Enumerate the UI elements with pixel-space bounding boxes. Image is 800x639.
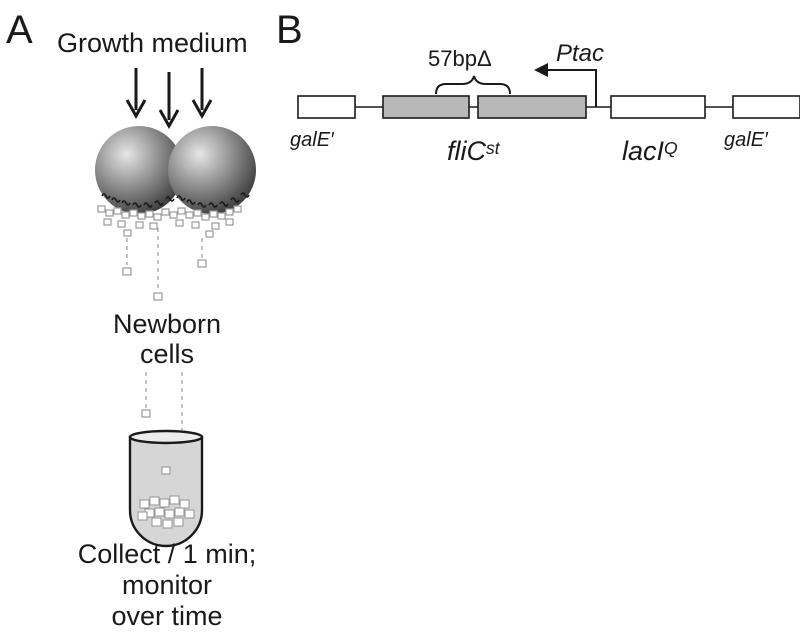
fliC-base: fliC [447, 136, 486, 166]
collection-tube [128, 429, 204, 548]
gene-fliC-segment-1 [382, 95, 470, 119]
collect-label-line3: over time [111, 601, 223, 631]
fliC-sup: st [486, 137, 500, 158]
lacI-label: lacIQ [622, 138, 678, 165]
gene-lacI [610, 95, 706, 119]
lacI-sup: Q [664, 137, 678, 158]
attached-cells [101, 192, 250, 208]
deletion-brace [435, 75, 511, 95]
growth-medium-label: Growth medium [57, 28, 248, 58]
gene-fliC-segment-2 [477, 95, 587, 119]
gene-galE-left [297, 95, 356, 119]
panel-b-letter: B [276, 8, 303, 52]
deletion-label: 57bpΔ [428, 46, 492, 71]
fliC-label: fliCst [447, 138, 500, 165]
gene-galE-right [732, 95, 800, 119]
medium-arrows [125, 68, 213, 130]
lacI-base: lacI [622, 136, 665, 166]
galE-left-label: galE′ [290, 129, 334, 151]
panel-a-letter: A [6, 8, 33, 52]
promoter-label: Ptac [556, 40, 605, 67]
newborn-label: Newborn [112, 309, 222, 339]
bead-spheres [95, 126, 256, 214]
galE-right-label: galE′ [724, 129, 768, 151]
cells-label: cells [139, 339, 195, 369]
collect-label-line1: Collect / 1 min; [77, 539, 257, 569]
collect-label-line2: monitor [121, 570, 213, 600]
released-cells [97, 205, 242, 238]
promoter-arrow [534, 63, 597, 107]
